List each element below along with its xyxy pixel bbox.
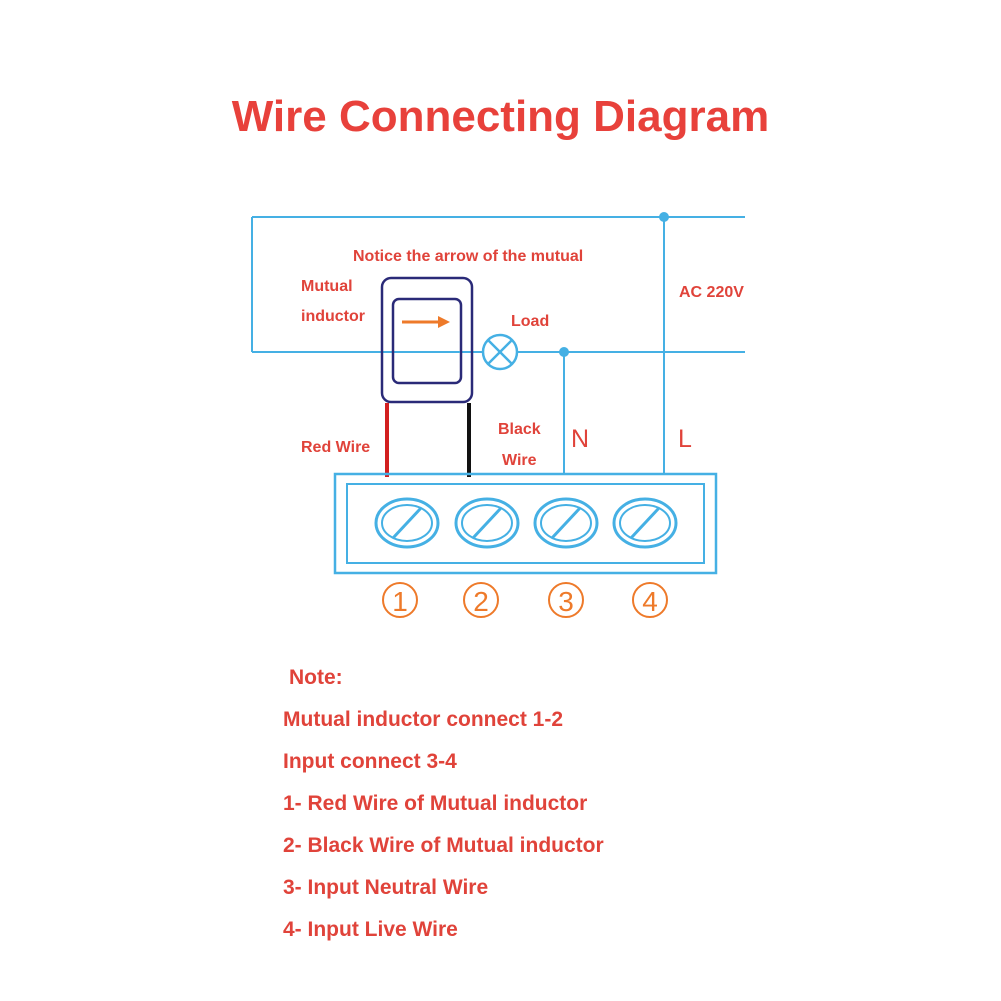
terminal-number-3: 3 — [558, 586, 574, 617]
notes-list: Mutual inductor connect 1-2 Input connec… — [283, 699, 604, 951]
terminal-block-outer — [333, 472, 718, 575]
diagram-title: Wire Connecting Diagram — [231, 92, 770, 141]
terminal-number-1: 1 — [392, 586, 408, 617]
note-item: 4- Input Live Wire — [283, 918, 458, 941]
ac-voltage-label: AC 220V — [679, 284, 744, 301]
live-l-label: L — [678, 425, 692, 453]
mutual-inductor-label-line2: inductor — [301, 308, 365, 325]
note-item: Input connect 3-4 — [283, 750, 457, 773]
load-lamp-icon — [481, 333, 519, 371]
red-wire-label: Red Wire — [301, 439, 370, 456]
black-wire-label-line1: Black — [498, 421, 541, 438]
terminal-screw-2[interactable] — [454, 497, 520, 549]
note-item: 3- Input Neutral Wire — [283, 876, 489, 899]
terminal-screw-1[interactable] — [374, 497, 440, 549]
direction-arrow-icon — [402, 316, 450, 328]
black-wire-label-line2: Wire — [502, 452, 537, 469]
live-junction-dot — [659, 212, 669, 222]
inductor-outer-frame — [380, 276, 474, 404]
note-item: 2- Black Wire of Mutual inductor — [283, 834, 604, 857]
terminal-number-4: 4 — [642, 586, 658, 617]
inductor-inner-core — [391, 297, 463, 385]
mutual-inductor-label-line1: Mutual — [301, 278, 353, 295]
terminal-number-2: 2 — [473, 586, 489, 617]
terminal-screw-4[interactable] — [612, 497, 678, 549]
terminal-block — [333, 472, 718, 575]
load-label: Load — [511, 313, 549, 330]
neutral-junction-dot — [559, 347, 569, 357]
terminal-block-inner — [346, 483, 705, 564]
notice-label: Notice the arrow of the mutual — [353, 248, 583, 265]
terminal-screw-3[interactable] — [533, 497, 599, 549]
mutual-inductor — [380, 276, 474, 404]
note-item: Mutual inductor connect 1-2 — [283, 708, 564, 731]
note-heading: Note: — [289, 666, 343, 689]
terminal-numbers: 1 2 3 4 — [382, 582, 668, 618]
note-item: 1- Red Wire of Mutual inductor — [283, 792, 588, 815]
neutral-n-label: N — [571, 425, 589, 453]
